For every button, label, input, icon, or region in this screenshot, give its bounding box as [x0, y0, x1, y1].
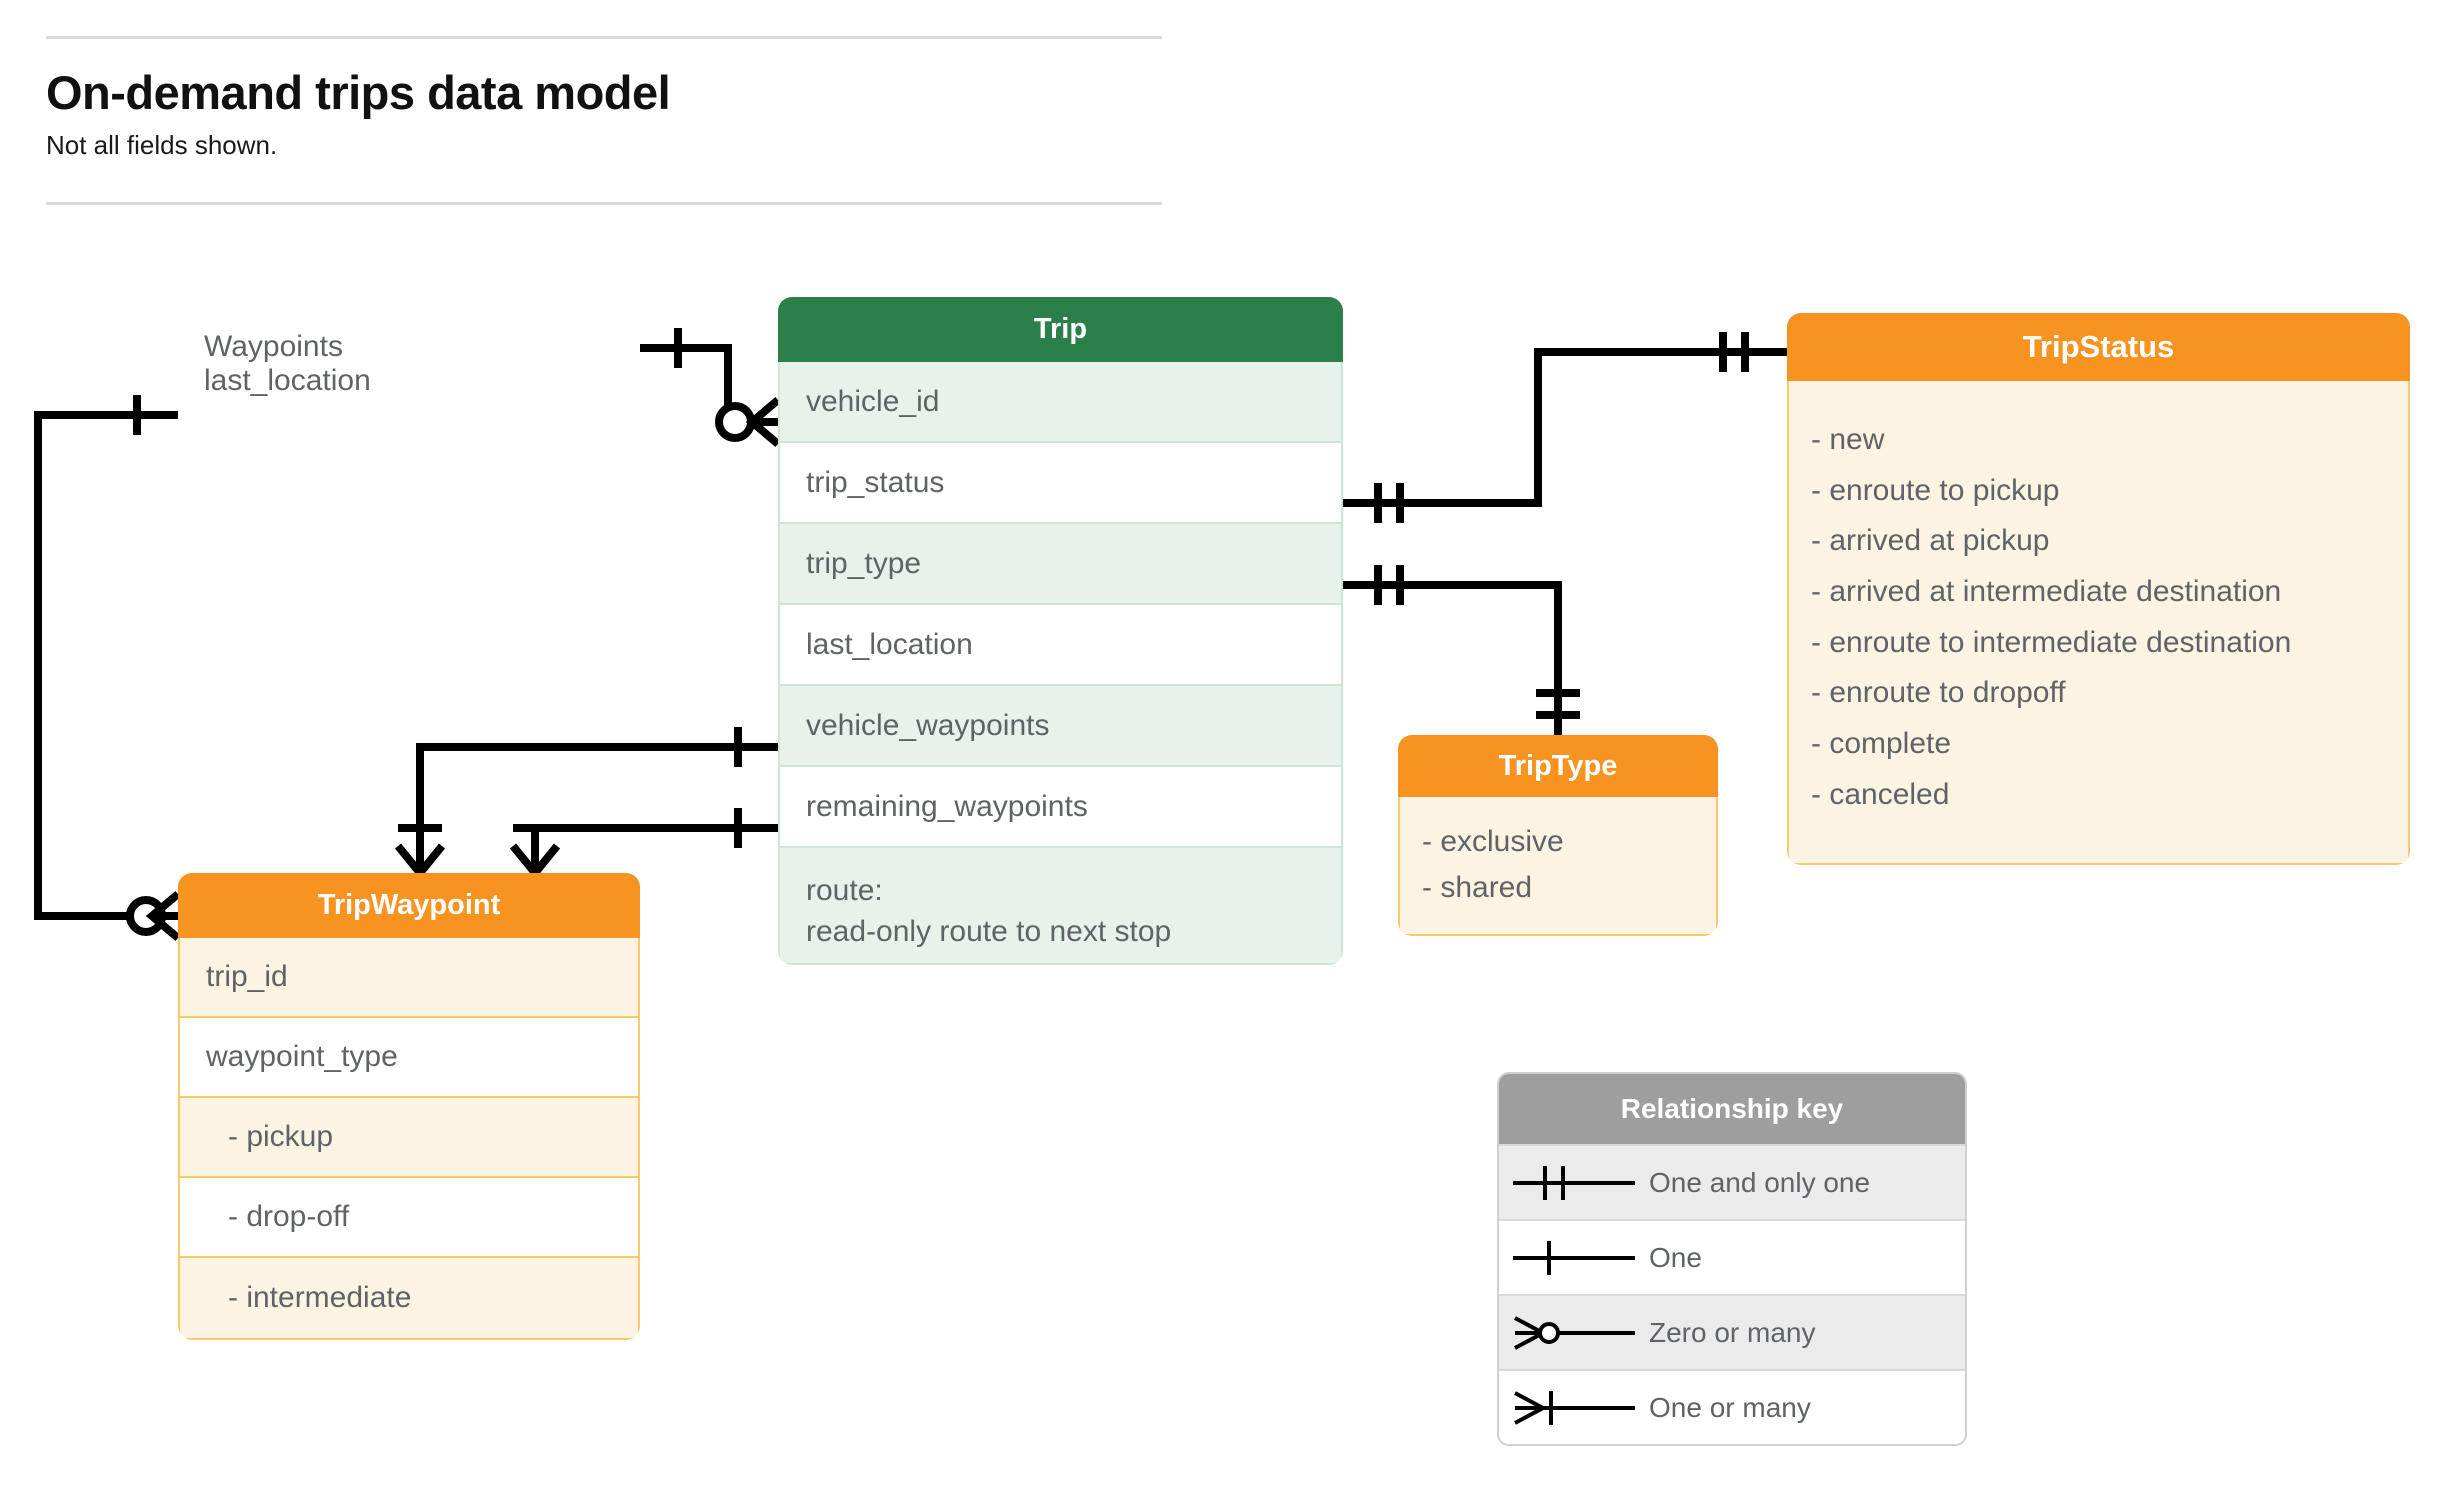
value-tw-pickup: - pickup [180, 1098, 638, 1178]
one-icon [1499, 1233, 1649, 1283]
legend-row-one-or-many: One or many [1499, 1369, 1965, 1444]
entity-trip-waypoint[interactable]: TripWaypoint trip_id waypoint_type - pic… [178, 873, 640, 1340]
value-tw-intermediate: - intermediate [180, 1258, 638, 1338]
field-trip-last-location[interactable]: last_location [780, 605, 1341, 686]
legend-label-one: One [1649, 1241, 1702, 1273]
value-tripstatus-arrived-intermediate: - arrived at intermediate destination [1811, 575, 2282, 609]
entity-vehicle-header: Vehicle [359, 297, 459, 329]
legend-row-zero-or-many: Zero or many [1499, 1294, 1965, 1369]
field-vehicle-waypoints[interactable]: Waypoints [204, 330, 343, 363]
value-tripstatus-canceled: - canceled [1811, 777, 1950, 811]
entity-trip-waypoint-body: trip_id waypoint_type - pickup - drop-of… [178, 938, 640, 1340]
value-tripstatus-enroute-intermediate: - enroute to intermediate destination [1811, 625, 2292, 659]
value-tripstatus-arrived-pickup: - arrived at pickup [1811, 524, 2050, 558]
field-vehicle-last-location[interactable]: last_location [204, 364, 371, 397]
legend-label-one-or-many: One or many [1649, 1391, 1811, 1423]
legend-row-one: One [1499, 1219, 1965, 1294]
header-divider-bottom [46, 202, 1162, 205]
field-tw-trip-id[interactable]: trip_id [180, 938, 638, 1018]
entity-trip-waypoint-header: TripWaypoint [178, 873, 640, 938]
field-trip-route-label: route: [806, 874, 883, 907]
entity-trip-header: Trip [778, 297, 1343, 362]
field-tw-waypoint-type[interactable]: waypoint_type [180, 1018, 638, 1098]
entity-trip-body: vehicle_id trip_status trip_type last_lo… [778, 362, 1343, 965]
legend-title: Relationship key [1499, 1074, 1965, 1144]
field-trip-trip-type[interactable]: trip_type [780, 524, 1341, 605]
entity-trip-type-header: TripType [1398, 735, 1718, 797]
field-trip-vehicle-id[interactable]: vehicle_id [780, 362, 1341, 443]
field-trip-trip-status[interactable]: trip_status [780, 443, 1341, 524]
field-trip-route[interactable]: route: read-only route to next stop [780, 848, 1341, 963]
entity-trip-status[interactable]: TripStatus - new - enroute to pickup - a… [1787, 313, 2410, 865]
value-triptype-exclusive: - exclusive [1422, 825, 1564, 858]
one-or-many-icon [1499, 1383, 1649, 1433]
entity-trip-status-header: TripStatus [1787, 313, 2410, 381]
value-tripstatus-complete: - complete [1811, 727, 1952, 761]
zero-or-many-icon [1499, 1308, 1649, 1358]
relationship-key-legend: Relationship key One and only one [1497, 1072, 1967, 1446]
entity-vehicle[interactable]: Vehicle Waypoints last_location [178, 297, 640, 398]
entity-trip[interactable]: Trip vehicle_id trip_status trip_type la… [778, 297, 1343, 965]
legend-label-one-and-only-one: One and only one [1649, 1166, 1871, 1198]
field-trip-vehicle-waypoints[interactable]: vehicle_waypoints [780, 686, 1341, 767]
value-tripstatus-enroute-dropoff: - enroute to dropoff [1811, 676, 2066, 710]
entity-vehicle-body: Waypoints last_location [178, 330, 640, 398]
value-tripstatus-new: - new [1811, 423, 1885, 456]
legend-row-one-and-only-one: One and only one [1499, 1144, 1965, 1219]
legend-label-zero-or-many: Zero or many [1649, 1316, 1816, 1348]
one-and-only-one-icon [1499, 1158, 1649, 1208]
entity-trip-type-body: - exclusive - shared [1398, 797, 1718, 937]
entity-trip-status-body: - new - enroute to pickup - arrived at p… [1787, 381, 2410, 865]
field-trip-route-desc: read-only route to next stop [806, 915, 1172, 949]
value-triptype-shared: - shared [1422, 870, 1533, 904]
value-tw-drop-off: - drop-off [180, 1178, 638, 1258]
header-divider-top [46, 36, 1162, 39]
field-trip-remaining-waypoints[interactable]: remaining_waypoints [780, 767, 1341, 848]
entity-trip-type[interactable]: TripType - exclusive - shared [1398, 735, 1718, 937]
value-tripstatus-enroute-pickup: - enroute to pickup [1811, 473, 2060, 507]
page-subtitle: Not all fields shown. [46, 130, 278, 160]
page-title: On-demand trips data model [46, 66, 671, 119]
